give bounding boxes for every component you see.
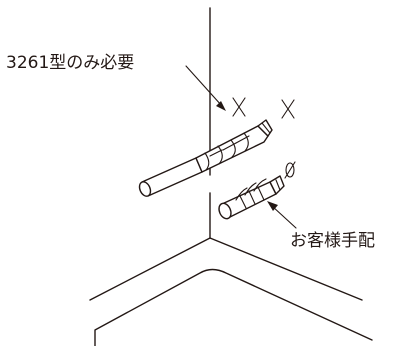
position-mark-left bbox=[232, 97, 246, 117]
wall-anchor-icon bbox=[218, 175, 285, 220]
drill-bit-icon bbox=[138, 119, 273, 197]
drilled-hole bbox=[284, 161, 296, 179]
position-mark-right bbox=[281, 99, 295, 119]
drill-note-leader bbox=[185, 65, 226, 111]
wall-corner bbox=[89, 7, 363, 301]
drill-required-note: 3261型のみ必要 bbox=[6, 53, 134, 73]
anchor-note-leader bbox=[267, 201, 297, 229]
basin-edge bbox=[94, 268, 373, 346]
customer-supplied-note: お客様手配 bbox=[290, 231, 375, 251]
